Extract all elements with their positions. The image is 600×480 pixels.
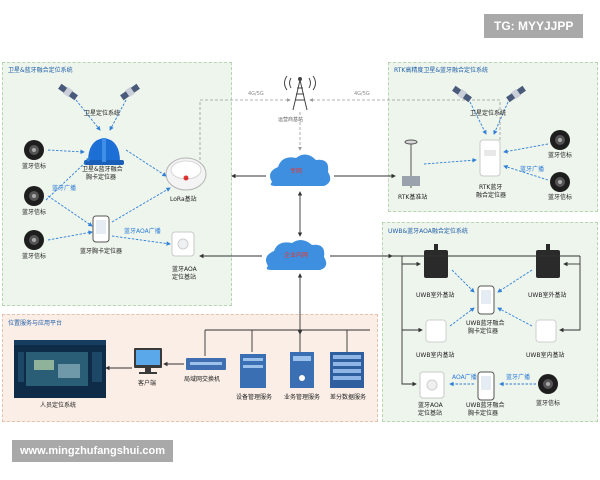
uwb-indoor-station-icon <box>535 319 557 343</box>
beacon-label: 蓝牙信标 <box>22 253 47 260</box>
intranet-label: 企业内网 <box>284 252 309 259</box>
uwb-card-icon <box>477 371 495 401</box>
rtk-station-icon <box>402 139 420 188</box>
uwb-panel <box>382 222 598 422</box>
switch-icon <box>186 358 226 370</box>
sat-bt-arrows <box>45 99 171 246</box>
sat-bt-panel-title: 卫星&蓝牙融合定位系统 <box>8 67 73 74</box>
business-service-label: 业务管理服务 <box>284 394 321 401</box>
switch-label: 局域网交换机 <box>184 376 221 383</box>
beacon-icon <box>24 140 44 160</box>
bt-card-label: 蓝牙胸卡定位器 <box>80 248 123 255</box>
sat-system-label: 卫星定位系统 <box>84 110 121 117</box>
beacon-icon <box>24 186 44 206</box>
beacon-label: 蓝牙信标 <box>536 400 561 407</box>
link-left-label: 4G/5G <box>248 91 264 97</box>
helmet-icon <box>84 138 124 165</box>
tower-links <box>199 98 501 160</box>
beacon-label: 蓝牙信标 <box>548 194 573 201</box>
aoa-station-icon <box>419 371 445 399</box>
fusion-card-label-2: 胸卡定位器 <box>86 174 117 181</box>
client-label: 客户端 <box>138 380 157 387</box>
beacon-icon <box>538 374 558 394</box>
uwb-outdoor-label: UWB室外基站 <box>528 292 567 299</box>
uwb-panel-title: UWB&蓝牙AOA融合定位系统 <box>388 228 468 235</box>
rtk-sat-system-label: 卫星定位系统 <box>470 110 507 117</box>
fusion-card-label-1: 卫星&蓝牙融合 <box>82 166 123 173</box>
personnel-system-label: 人员定位系统 <box>40 402 77 409</box>
watermark-top-right: TG: MYYJJPP <box>484 14 584 38</box>
uwb-indoor-label: UWB室内基站 <box>526 352 565 359</box>
rtk-panel-title: RTK高精度卫星&蓝牙融合定位系统 <box>394 67 489 74</box>
lora-station-label: LoRa基站 <box>170 196 197 203</box>
platform-links <box>105 361 184 371</box>
uwb-card-icon <box>477 285 495 315</box>
uwb-card2-label-1: UWB蓝牙融合 <box>466 402 505 409</box>
beacon-label: 蓝牙信标 <box>22 209 47 216</box>
rtk-locator-icon <box>479 139 501 177</box>
bluetooth-badge-icon <box>92 215 110 243</box>
server-icon <box>240 354 266 388</box>
uwb-outdoor-station-icon <box>536 244 560 278</box>
uwb-outdoor-label: UWB室外基站 <box>416 292 455 299</box>
satellite-icon <box>58 83 78 101</box>
uwb-arrows <box>449 269 536 387</box>
beacon-label: 蓝牙信标 <box>548 152 573 159</box>
personnel-system-screenshot <box>14 340 106 398</box>
tower-label: 运营商基站 <box>278 117 304 123</box>
rtk-bt-broadcast-label: 蓝牙广播 <box>520 166 545 173</box>
aoa-station-label-2: 定位基站 <box>172 274 197 281</box>
rtk-arrows <box>423 101 549 181</box>
private-network-cloud-icon <box>270 154 331 186</box>
rtk-station-label: RTK基准站 <box>398 194 428 201</box>
platform-panel-title: 位置服务与应用平台 <box>8 320 63 327</box>
intranet-cloud-icon <box>266 239 327 270</box>
uwb-card-label-1: UWB蓝牙融合 <box>466 320 505 327</box>
server-rack-icon <box>330 352 364 388</box>
rtk-locator-label-2: 融合定位器 <box>476 192 507 199</box>
aoa-broadcast-label: 蓝牙AOA广播 <box>124 228 161 235</box>
uwb-bus <box>392 255 581 387</box>
beacon-label: 蓝牙信标 <box>22 163 47 170</box>
uwb-bt-broadcast-label: 蓝牙广播 <box>506 374 531 381</box>
lora-gateway-icon <box>165 157 207 191</box>
uwb-indoor-station-icon <box>425 319 447 343</box>
uwb-indoor-label: UWB室内基站 <box>416 352 455 359</box>
watermark-bottom-left: www.mingzhufangshui.com <box>12 440 174 462</box>
client-monitor-icon <box>134 348 162 374</box>
cell-tower-icon <box>284 75 316 111</box>
uwb-card-label-2: 胸卡定位器 <box>468 328 499 335</box>
satellite-icon <box>506 85 526 103</box>
diff-service-label: 差分数据服务 <box>330 394 367 401</box>
server-icon <box>290 352 314 388</box>
uwb-aoa-station-label-2: 定位基站 <box>418 410 443 417</box>
uwb-aoa-station-label-1: 蓝牙AOA <box>418 402 443 409</box>
uwb-card2-label-2: 胸卡定位器 <box>468 410 499 417</box>
aoa-station-icon <box>171 231 195 257</box>
beacon-icon <box>550 172 570 192</box>
device-service-label: 设备管理服务 <box>236 394 273 401</box>
bt-broadcast-label: 蓝牙广播 <box>52 185 77 192</box>
beacon-icon <box>550 130 570 150</box>
aoa-station-label-1: 蓝牙AOA <box>172 266 197 273</box>
satellite-icon <box>120 83 140 101</box>
satellite-icon <box>452 85 472 103</box>
cloud-label: 专网 <box>290 168 303 175</box>
network-arrows <box>199 173 396 356</box>
rtk-locator-label-1: RTK蓝牙 <box>479 184 503 191</box>
uwb-outdoor-station-icon <box>424 244 448 278</box>
uwb-aoa-broadcast-label: AOA广播 <box>452 374 477 381</box>
beacon-icon <box>24 230 44 250</box>
link-right-label: 4G/5G <box>354 91 370 97</box>
